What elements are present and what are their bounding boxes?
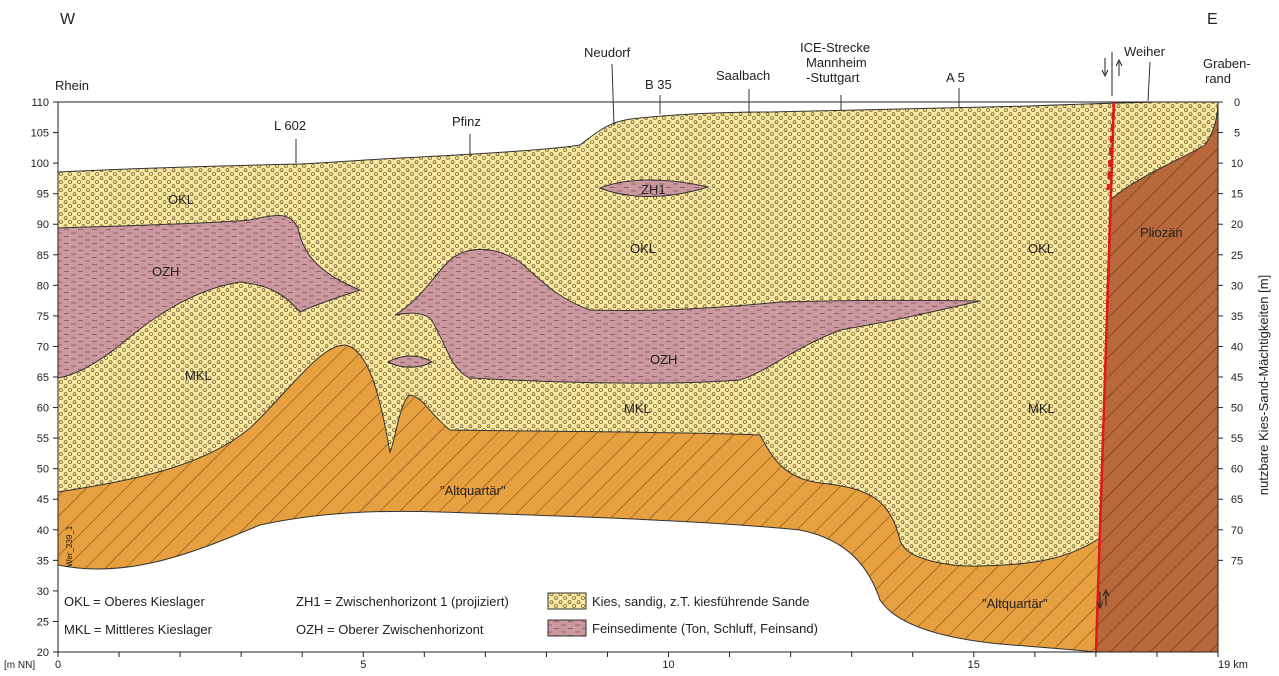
right-axis-tick-label: 65 (1231, 494, 1243, 506)
right-axis-tick-label: 60 (1231, 464, 1243, 476)
legend-mkl: MKL = Mittleres Kieslager (64, 622, 213, 637)
unit-altquartaer-center: "Altquartär" (440, 483, 506, 498)
legend-okl: OKL = Oberes Kieslager (64, 594, 205, 609)
bottom-axis-tick-label: 10 (662, 659, 674, 671)
right-axis-tick-label: 55 (1231, 433, 1243, 445)
left-axis-tick-label: 110 (31, 97, 49, 109)
bottom-axis-tick-label: 0 (55, 659, 61, 671)
bottom-axis-end-label: 19 km (1218, 659, 1248, 671)
place-ice-line-1: ICE-Strecke (800, 40, 870, 55)
place-weiher: Weiher (1124, 44, 1166, 59)
right-axis: 0 5 10 15 20 25 30 35 40 45 50 55 60 65 70 75 (1218, 97, 1243, 567)
right-axis-tick-label: 70 (1231, 525, 1243, 537)
right-axis-tick-label: 15 (1231, 189, 1243, 201)
legend-fein: Feinsedimente (Ton, Schluff, Feinsand) (592, 621, 818, 636)
place-neudorf: Neudorf (584, 45, 631, 60)
right-axis-tick-label: 40 (1231, 341, 1243, 353)
place-rhein: Rhein (55, 78, 89, 93)
unit-mkl-west: MKL (185, 368, 212, 383)
unit-okl-west: OKL (168, 192, 194, 207)
bottom-axis-tick-label: 15 (968, 659, 980, 671)
unit-mkl-east: MKL (1028, 401, 1055, 416)
place-l602: L 602 (274, 118, 306, 133)
unit-zh1: ZH1 (641, 182, 666, 197)
left-axis-tick-label: 95 (37, 189, 49, 201)
unit-ozh-center: OZH (650, 352, 677, 367)
right-axis-label: nutzbare Kies-Sand-Mächtigkeiten [m] (1256, 275, 1271, 495)
right-axis-tick-label: 25 (1231, 250, 1243, 262)
right-axis-tick-label: 45 (1231, 372, 1243, 384)
legend-zh1: ZH1 = Zwischenhorizont 1 (projiziert) (296, 594, 509, 609)
left-axis-tick-label: 90 (37, 219, 49, 231)
place-a5: A 5 (946, 70, 965, 85)
side-label: Wer_239_1 (65, 525, 74, 567)
east-label: E (1207, 11, 1218, 28)
place-pfinz: Pfinz (452, 114, 481, 129)
place-ice-line-2: Mannheim (806, 55, 867, 70)
right-axis-tick-label: 20 (1231, 219, 1243, 231)
left-axis-unit: [m NN] (4, 660, 35, 671)
unit-altquartaer-east: "Altquartär" (982, 596, 1048, 611)
left-axis-tick-label: 60 (37, 403, 49, 415)
unit-mkl-center: MKL (624, 401, 651, 416)
left-axis-tick-label: 85 (37, 250, 49, 262)
unit-okl-center: OKL (630, 241, 656, 256)
right-axis-tick-label: 75 (1231, 555, 1243, 567)
left-axis-tick-label: 30 (37, 586, 49, 598)
left-axis: 110 105 100 95 90 85 80 75 70 65 60 55 50 45 40 35 30 25 2… (31, 97, 58, 659)
right-axis-tick-label: 35 (1231, 311, 1243, 323)
left-axis-tick-label: 80 (37, 280, 49, 292)
marker-weiher (1148, 62, 1150, 101)
left-axis-tick-label: 65 (37, 372, 49, 384)
right-axis-tick-label: 0 (1234, 97, 1240, 109)
unit-okl-east: OKL (1028, 241, 1054, 256)
legend-swatch-fein (548, 620, 586, 636)
legend-kies: Kies, sandig, z.T. kiesführende Sande (592, 594, 810, 609)
left-axis-tick-label: 25 (37, 616, 49, 628)
left-axis-tick-label: 75 (37, 311, 49, 323)
left-axis-tick-label: 55 (37, 433, 49, 445)
right-axis-tick-label: 10 (1231, 158, 1243, 170)
left-axis-tick-label: 20 (37, 647, 49, 659)
right-axis-tick-label: 50 (1231, 403, 1243, 415)
place-b35: B 35 (645, 77, 672, 92)
right-axis-tick-label: 5 (1234, 128, 1240, 140)
bottom-axis: 0 5 10 15 (55, 652, 1218, 671)
left-axis-tick-label: 100 (31, 158, 49, 170)
place-grabenrand-line-2: rand (1205, 71, 1231, 86)
legend-swatch-kies (548, 593, 586, 609)
marker-neudorf (612, 64, 614, 126)
unit-ozh-west: OZH (152, 264, 179, 279)
bottom-axis-tick-label: 5 (360, 659, 366, 671)
right-axis-tick-label: 30 (1231, 280, 1243, 292)
legend-ozh: OZH = Oberer Zwischenhorizont (296, 622, 484, 637)
west-label: W (60, 11, 76, 28)
left-axis-tick-label: 35 (37, 555, 49, 567)
place-saalbach: Saalbach (716, 68, 770, 83)
left-axis-tick-label: 45 (37, 494, 49, 506)
fault-arrow-top-icon (1102, 52, 1122, 96)
unit-pliozaen: Pliozän (1140, 225, 1183, 240)
left-axis-tick-label: 40 (37, 525, 49, 537)
left-axis-tick-label: 70 (37, 341, 49, 353)
place-ice-line-3: -Stuttgart (806, 70, 860, 85)
left-axis-tick-label: 105 (31, 128, 49, 140)
left-axis-tick-label: 50 (37, 464, 49, 476)
place-grabenrand-line-1: Graben- (1203, 56, 1251, 71)
